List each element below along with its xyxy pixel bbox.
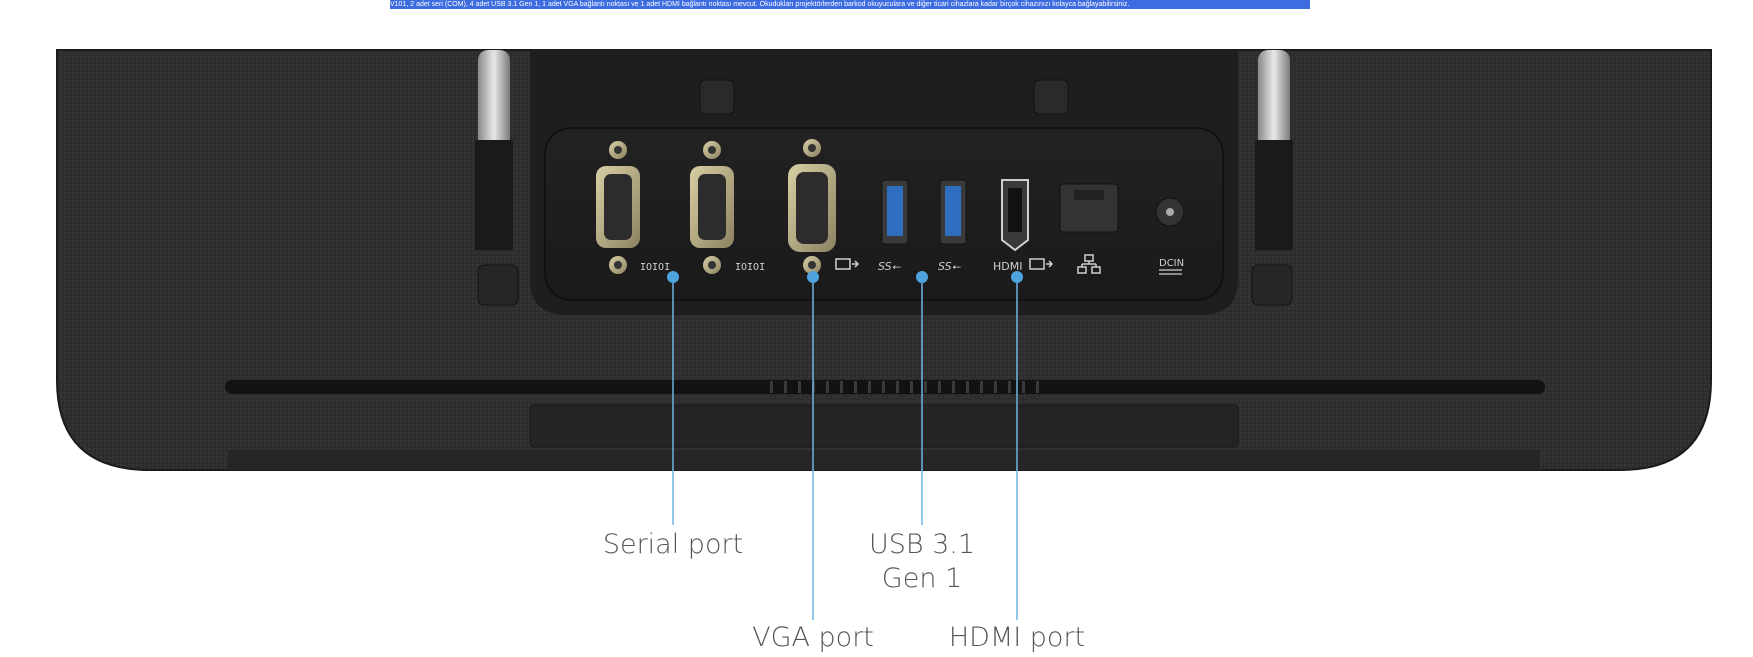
- hdmi-icon: HDMI: [993, 260, 1022, 273]
- hdmi-port: [1001, 179, 1029, 252]
- lan-port: [1059, 183, 1119, 233]
- vga-port: [788, 139, 836, 274]
- serial-port-1: [596, 141, 640, 274]
- usb-1-icon: SS⭠: [878, 260, 902, 273]
- usb-port-label: USB 3.1 Gen 1: [852, 528, 992, 596]
- serial-port-label: Serial port: [602, 529, 744, 560]
- usb-port-2: [939, 179, 967, 245]
- left-stand-handle: [478, 50, 510, 160]
- dcin-icon: DCIN: [1159, 258, 1184, 269]
- bottom-rail: [228, 450, 1540, 470]
- usb-label-line1: USB 3.1: [868, 529, 976, 560]
- usb-callout-dot: [916, 271, 928, 283]
- hdmi-port-label: HDMI port: [948, 622, 1086, 653]
- usb-port-1: [881, 179, 909, 245]
- description-banner: V101, 2 adet seri (COM), 4 adet USB 3.1 …: [390, 0, 1310, 9]
- lan-network-icon: [1077, 254, 1101, 274]
- usb-label-line2: Gen 1: [881, 563, 963, 594]
- serial-2-icon: IOIOI: [735, 262, 765, 273]
- hdmi-callout-dot: [1011, 271, 1023, 283]
- serial-callout-dot: [667, 271, 679, 283]
- vga-callout-dot: [807, 271, 819, 283]
- dc-in-port: [1155, 197, 1185, 227]
- usb-2-icon: SS⭠: [938, 260, 962, 273]
- bottom-recess: [529, 404, 1239, 448]
- serial-port-2: [690, 141, 734, 274]
- vga-port-label: VGA port: [752, 622, 874, 653]
- right-stand-handle: [1258, 50, 1290, 160]
- hdmi-display-icon: [1029, 258, 1054, 270]
- serial-1-icon: IOIOI: [640, 262, 670, 273]
- vga-icon: [835, 258, 860, 270]
